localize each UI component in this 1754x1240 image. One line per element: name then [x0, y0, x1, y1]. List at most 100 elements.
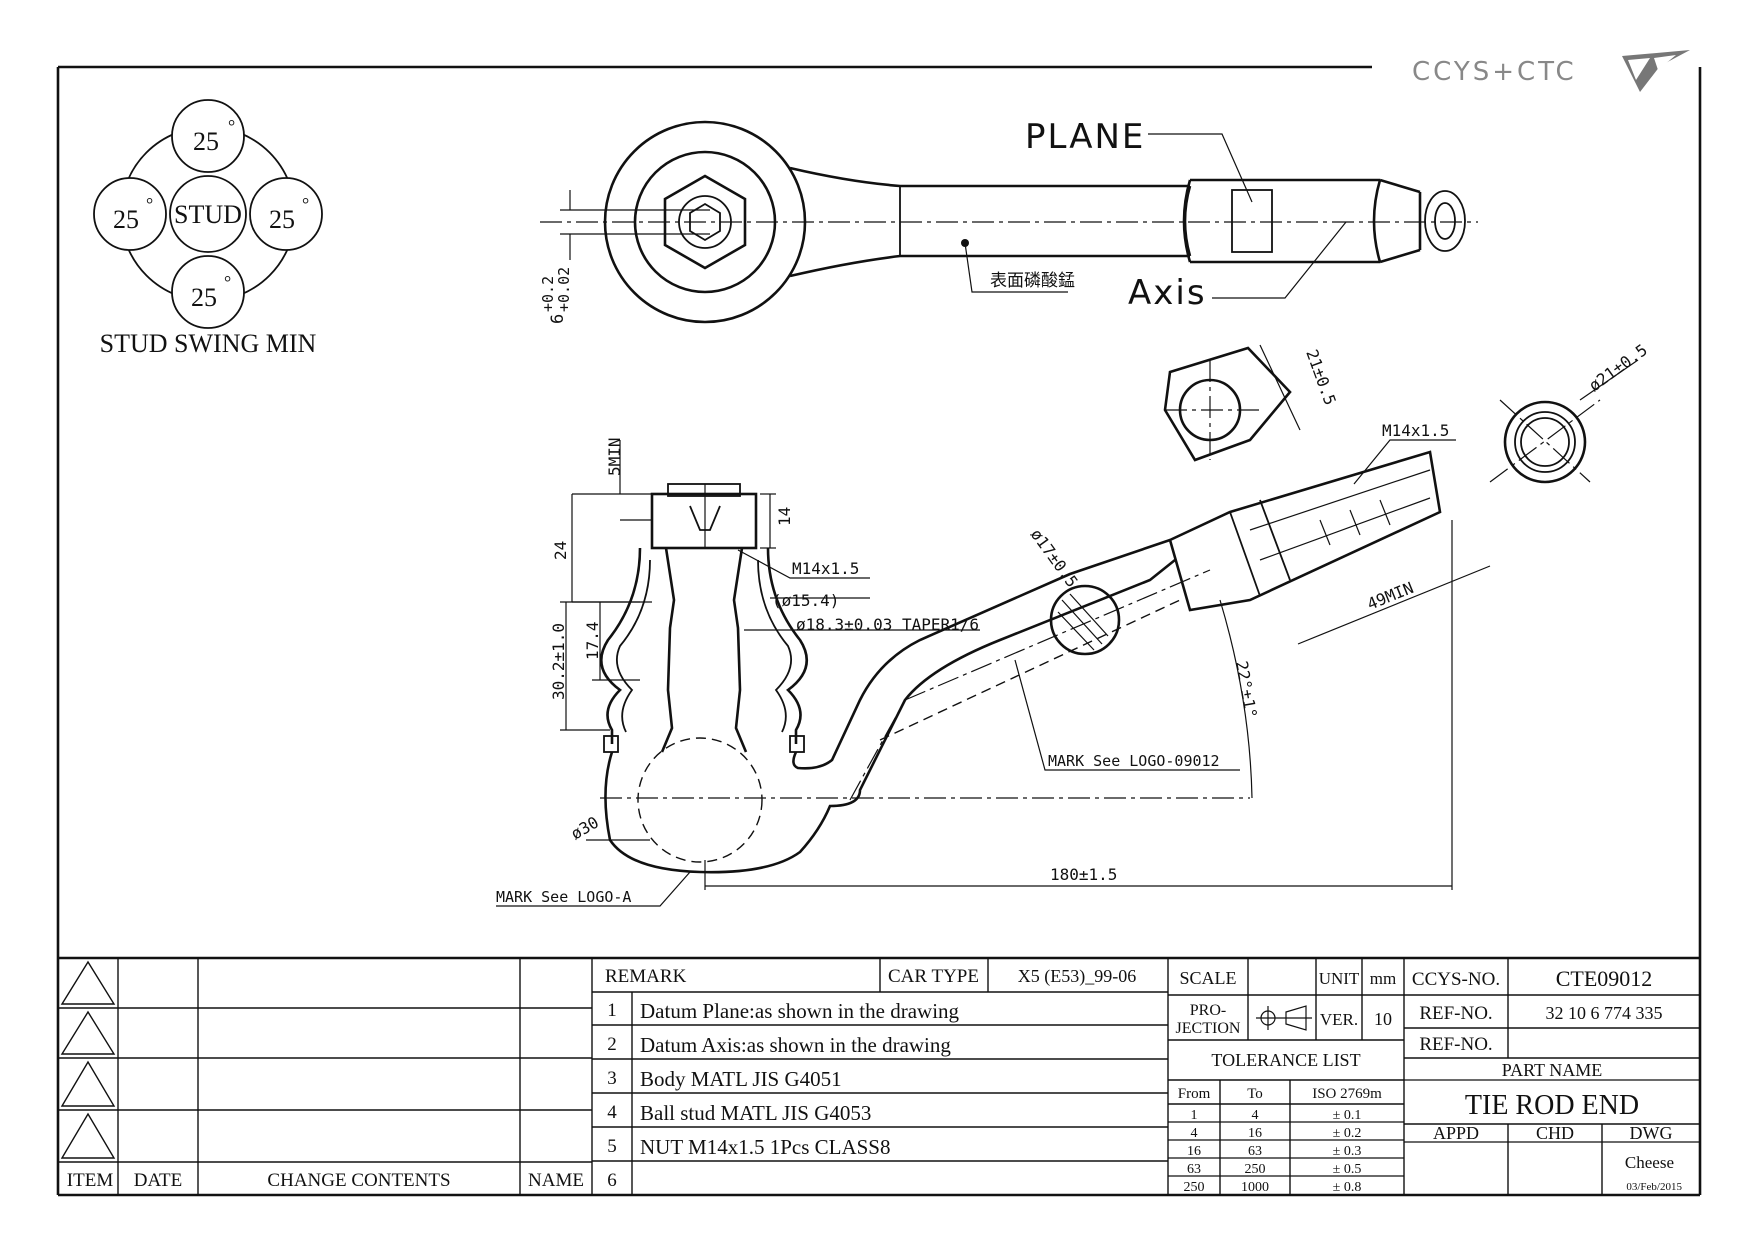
projection-label-2: JECTION	[1176, 1020, 1241, 1037]
part-name-value: TIE ROD END	[1465, 1090, 1639, 1121]
dwg-label: DWG	[1630, 1123, 1673, 1143]
swing-bottom-value: 25	[191, 283, 217, 312]
rev-header-item: ITEM	[67, 1170, 114, 1191]
tol-header-from: From	[1178, 1086, 1211, 1102]
dim-30-2: 30.2±1.0	[549, 623, 568, 700]
remarks-block: REMARK CAR TYPE X5 (E53)_99-06 1 Datum P…	[605, 966, 1136, 1191]
rev-header-name: NAME	[528, 1170, 584, 1191]
angle-22-label: 22°±1°	[1232, 659, 1261, 719]
rev-header-change: CHANGE CONTENTS	[267, 1170, 450, 1191]
dim-180-label: 180±1.5	[1050, 865, 1117, 884]
top-tol-upper: +0.2	[539, 276, 557, 312]
dia-30-label: ø30	[568, 813, 603, 844]
ccys-value: CTE09012	[1556, 966, 1653, 991]
dim-49min-label: 49MIN	[1364, 578, 1416, 614]
tol-row-4-tol: ± 0.5	[1333, 1162, 1362, 1177]
remark-2-no: 2	[607, 1034, 617, 1055]
tol-row-3-from: 16	[1187, 1144, 1201, 1159]
chd-label: CHD	[1536, 1123, 1574, 1143]
svg-text:CCYS+CTC: CCYS+CTC	[1412, 57, 1577, 87]
remark-header: REMARK	[605, 966, 687, 987]
tol-row-1-from: 1	[1191, 1108, 1198, 1123]
tolerance-title: TOLERANCE LIST	[1211, 1050, 1360, 1070]
company-logo: CCYS+CTC	[1412, 50, 1690, 92]
axis-label: Axis	[1128, 273, 1207, 313]
tol-row-2-from: 4	[1191, 1126, 1198, 1141]
ccys-label: CCYS-NO.	[1412, 969, 1500, 990]
part-name-label: PART NAME	[1502, 1060, 1602, 1080]
scale-label: SCALE	[1179, 968, 1236, 988]
ref2-label: REF-NO.	[1419, 1034, 1492, 1055]
scale-tolerance-block: SCALE UNIT mm PRO- JECTION VER. 10 TOLER…	[1176, 968, 1397, 1195]
tol-row-1-tol: ± 0.1	[1333, 1108, 1362, 1123]
tol-header-to: To	[1247, 1086, 1263, 1102]
swing-right-degree: °	[302, 194, 309, 214]
tol-row-2-to: 16	[1248, 1126, 1262, 1141]
remark-1-no: 1	[607, 1000, 617, 1021]
appd-label: APPD	[1433, 1123, 1479, 1143]
remark-5-text: NUT M14x1.5 1Pcs CLASS8	[640, 1135, 890, 1159]
ver-value: 10	[1374, 1009, 1392, 1029]
remark-4-no: 4	[607, 1102, 617, 1123]
dim-24: 24	[551, 541, 570, 560]
remark-4-text: Ball stud MATL JIS G4053	[640, 1101, 871, 1125]
side-view-drawing: 5MIN 14 24 17.4 30.2±1.0 M14x1.5 (ø15.4)…	[496, 340, 1651, 907]
swing-left-value: 25	[113, 205, 139, 234]
revision-block: ITEM DATE CHANGE CONTENTS NAME	[67, 1170, 584, 1191]
tol-row-1-to: 4	[1252, 1108, 1259, 1123]
ref1-value: 32 10 6 774 335	[1546, 1003, 1663, 1023]
tol-row-3-to: 63	[1248, 1144, 1262, 1159]
stud-swing-title: STUD SWING MIN	[100, 329, 317, 358]
dim-21-label: 21±0.5	[1302, 347, 1340, 408]
swing-top-value: 25	[193, 127, 219, 156]
title-block-grid	[58, 956, 1700, 1195]
unit-label: UNIT	[1319, 969, 1360, 988]
dia-21-label: ø21±0.5	[1585, 340, 1651, 395]
stud-center-label: STUD	[174, 200, 242, 229]
projection-label-1: PRO-	[1190, 1002, 1226, 1019]
tol-row-4-to: 250	[1245, 1162, 1266, 1177]
tol-row-5-to: 1000	[1241, 1180, 1269, 1195]
dia-15-4-label: (ø15.4)	[772, 591, 839, 610]
ref1-label: REF-NO.	[1419, 1003, 1492, 1024]
tol-header-iso: ISO 2769m	[1312, 1086, 1382, 1102]
remark-6-no: 6	[607, 1170, 617, 1191]
top-tol-base: 6	[548, 314, 568, 324]
dim-14: 14	[775, 507, 794, 526]
plane-label: PLANE	[1025, 117, 1145, 157]
tol-row-5-tol: ± 0.8	[1333, 1180, 1362, 1195]
tol-row-2-tol: ± 0.2	[1333, 1126, 1362, 1141]
dim-5min: 5MIN	[605, 437, 624, 476]
remark-5-no: 5	[607, 1136, 617, 1157]
swing-bottom-degree: °	[224, 272, 231, 292]
remark-2-text: Datum Axis:as shown in the drawing	[640, 1033, 951, 1057]
remark-3-text: Body MATL JIS G4051	[640, 1067, 842, 1091]
tol-row-4-from: 63	[1187, 1162, 1201, 1177]
stud-thread-label: M14x1.5	[792, 559, 859, 578]
car-type-label: CAR TYPE	[888, 966, 979, 987]
dim-17-4: 17.4	[583, 621, 602, 660]
sheet-border	[56, 65, 1702, 1197]
tol-row-5-from: 250	[1184, 1180, 1205, 1195]
top-view-drawing: 6 +0.2 +0.02 PLANE Axis 表面磷酸錳	[539, 117, 1478, 324]
taper-label: ø18.3±0.03 TAPER1/6	[796, 615, 979, 634]
swing-top-degree: °	[228, 116, 235, 136]
dwg-name: Cheese	[1625, 1153, 1674, 1172]
top-tol-lower: +0.02	[555, 267, 573, 312]
dwg-date: 03/Feb/2015	[1626, 1181, 1682, 1193]
car-type-value: X5 (E53)_99-06	[1018, 966, 1136, 987]
unit-value: mm	[1370, 969, 1396, 988]
stud-swing-diagram: STUD 25 ° 25 ° 25 ° 25 ° STUD SWING MIN	[93, 99, 323, 358]
remark-3-no: 3	[607, 1068, 617, 1089]
remark-1-text: Datum Plane:as shown in the drawing	[640, 999, 960, 1023]
mark-logo-a-label: MARK See LOGO-A	[496, 888, 631, 906]
ver-label: VER.	[1320, 1010, 1358, 1029]
rod-thread-label: M14x1.5	[1382, 421, 1449, 440]
tol-row-3-tol: ± 0.3	[1333, 1144, 1362, 1159]
part-title-block: CCYS-NO. CTE09012 REF-NO. 32 10 6 774 33…	[1412, 966, 1683, 1193]
swing-right-value: 25	[269, 205, 295, 234]
swing-left-degree: °	[146, 194, 153, 214]
surface-note: 表面磷酸錳	[990, 271, 1075, 290]
rev-header-date: DATE	[134, 1170, 183, 1191]
